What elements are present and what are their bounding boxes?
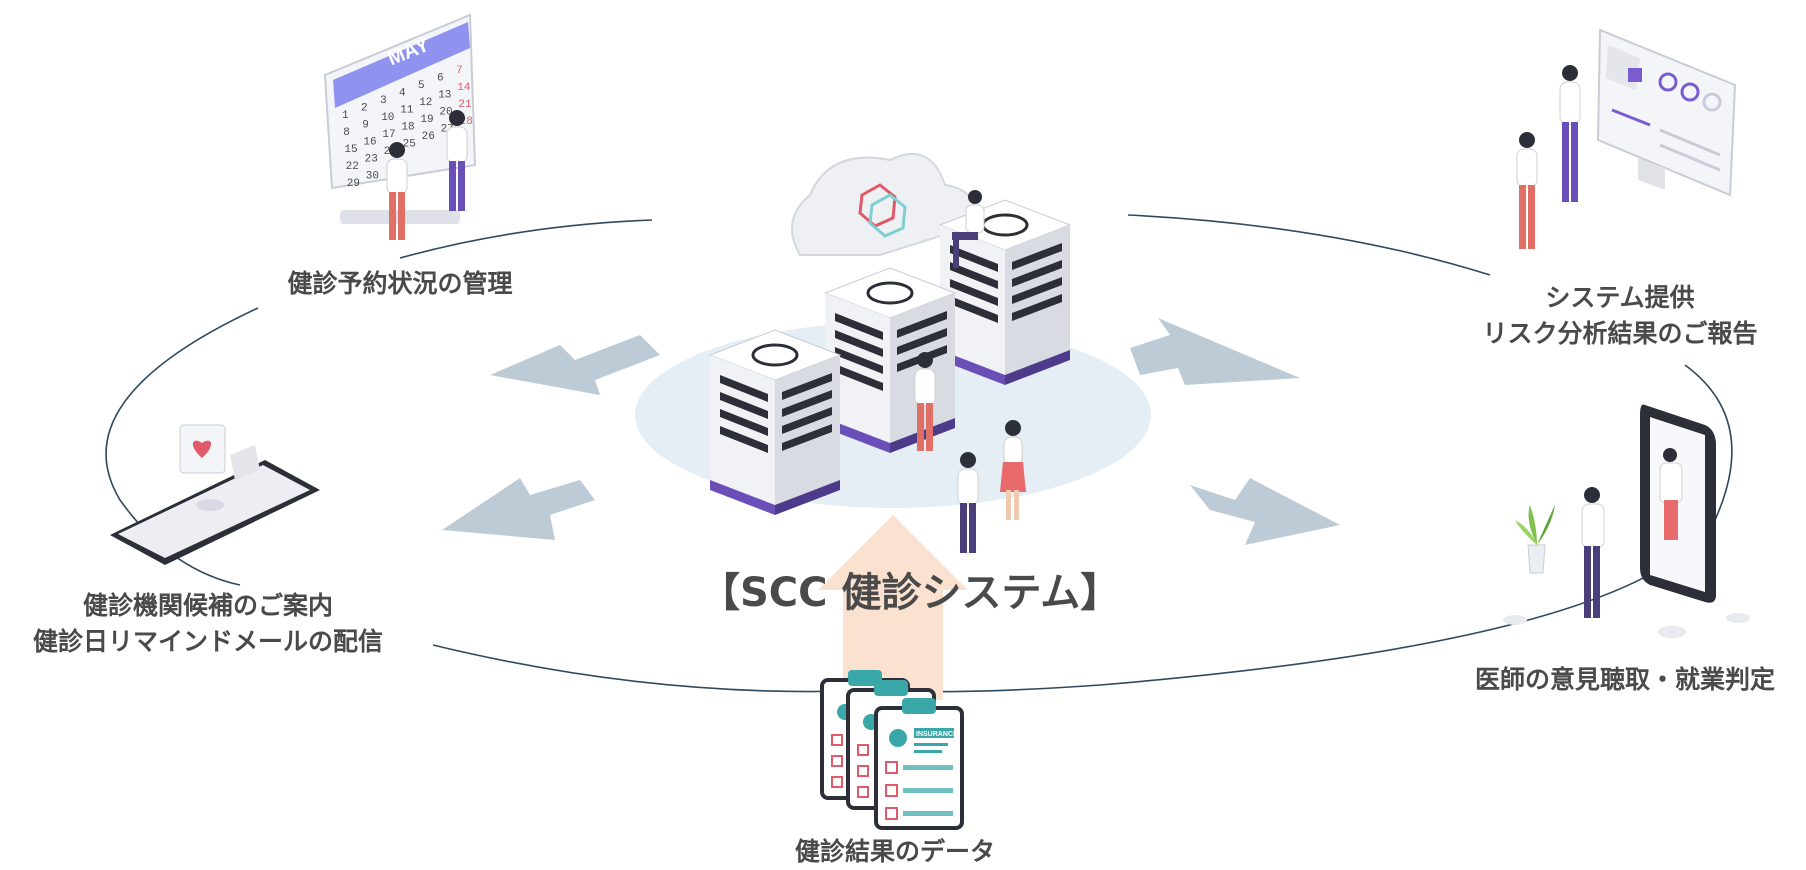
server-middle bbox=[823, 267, 957, 453]
output-arrows bbox=[442, 318, 1340, 545]
node-report-label: システム提供 リスク分析結果のご報告 bbox=[1450, 280, 1790, 352]
calendar-day: 5 bbox=[418, 80, 425, 92]
doctor-text: 医師の意見聴取・就業判定 bbox=[1474, 665, 1775, 694]
insurance-label: INSURANCE bbox=[916, 731, 958, 738]
arrow-lower-right bbox=[1190, 478, 1340, 545]
person-standing-woman bbox=[1000, 420, 1026, 520]
clipboard-front: INSURANCE bbox=[874, 698, 964, 830]
cloud-icon bbox=[791, 152, 977, 256]
calendar-day: 14 bbox=[457, 82, 471, 94]
server-right bbox=[938, 199, 1072, 385]
calendar-day: 23 bbox=[365, 154, 378, 166]
calendar-day: 19 bbox=[420, 114, 433, 126]
node-guidance-label: 健診機関候補のご案内 健診日リマインドメールの配信 bbox=[8, 588, 408, 660]
calendar-day: 22 bbox=[346, 161, 359, 173]
calendar-day: 16 bbox=[363, 137, 376, 149]
calendar-day: 7 bbox=[456, 65, 463, 77]
guidance-line-2: 健診日リマインドメールの配信 bbox=[32, 627, 383, 656]
person-monitor-viewer bbox=[1516, 132, 1538, 249]
calendar-day: 18 bbox=[401, 122, 414, 134]
calendar-day: 12 bbox=[419, 97, 432, 109]
monitor-illustration bbox=[1596, 28, 1737, 197]
calendar-day: 20 bbox=[439, 107, 452, 119]
calendar-day: 15 bbox=[344, 144, 357, 156]
data-input-arrow bbox=[818, 515, 968, 700]
doctor-phone-illustration bbox=[1581, 404, 1716, 618]
cycle-ring bbox=[105, 214, 1733, 693]
arrow-upper-left bbox=[490, 335, 660, 395]
person-standing-man bbox=[957, 452, 979, 553]
calendar-day: 6 bbox=[437, 73, 444, 85]
plant-icon bbox=[1515, 505, 1555, 574]
calendar-day: 17 bbox=[382, 129, 395, 141]
clipboard-stack: INSURANCE bbox=[820, 670, 964, 830]
person-calendar-right bbox=[446, 110, 468, 211]
person-monitor-presenter bbox=[1559, 65, 1581, 202]
phone-illustration bbox=[110, 424, 320, 565]
calendar-illustration: MAY 123456789101112131415161718192021222… bbox=[323, 13, 477, 224]
calendar-day: 8 bbox=[343, 127, 350, 139]
person-calendar-left bbox=[386, 142, 408, 240]
person-on-server bbox=[952, 190, 985, 268]
calendar-day: 3 bbox=[380, 95, 387, 107]
node-reservation-label: 健診予約状況の管理 bbox=[260, 266, 540, 302]
pill-icons bbox=[1503, 613, 1750, 638]
server-left bbox=[708, 329, 842, 515]
guidance-line-1: 健診機関候補のご案内 bbox=[82, 591, 333, 620]
calendar-day: 9 bbox=[362, 120, 369, 132]
heart-icon bbox=[192, 440, 212, 458]
arrow-upper-right bbox=[1130, 318, 1300, 385]
node-doctor-label: 医師の意見聴取・就業判定 bbox=[1450, 662, 1800, 698]
arrow-lower-left bbox=[442, 478, 595, 540]
calendar-day: 1 bbox=[342, 110, 349, 122]
calendar-day: 25 bbox=[403, 139, 416, 151]
calendar-day: 11 bbox=[400, 105, 414, 117]
system-title: 【SCC 健診システム】 bbox=[700, 570, 1121, 616]
node-data-label: 健診結果のデータ bbox=[740, 834, 1050, 870]
report-line-2: リスク分析結果のご報告 bbox=[1482, 319, 1758, 348]
calendar-day: 30 bbox=[366, 171, 379, 183]
calendar-day: 21 bbox=[458, 99, 472, 111]
calendar-day: 2 bbox=[361, 103, 368, 115]
report-line-1: システム提供 bbox=[1545, 283, 1695, 312]
calendar-day: 10 bbox=[381, 112, 394, 124]
calendar-day: 4 bbox=[399, 88, 406, 100]
person-at-server bbox=[914, 352, 936, 451]
data-text: 健診結果のデータ bbox=[794, 837, 995, 866]
reservation-text: 健診予約状況の管理 bbox=[287, 269, 513, 298]
calendar-day: 29 bbox=[347, 178, 360, 190]
calendar-day: 26 bbox=[422, 131, 435, 143]
calendar-day: 13 bbox=[438, 90, 451, 102]
